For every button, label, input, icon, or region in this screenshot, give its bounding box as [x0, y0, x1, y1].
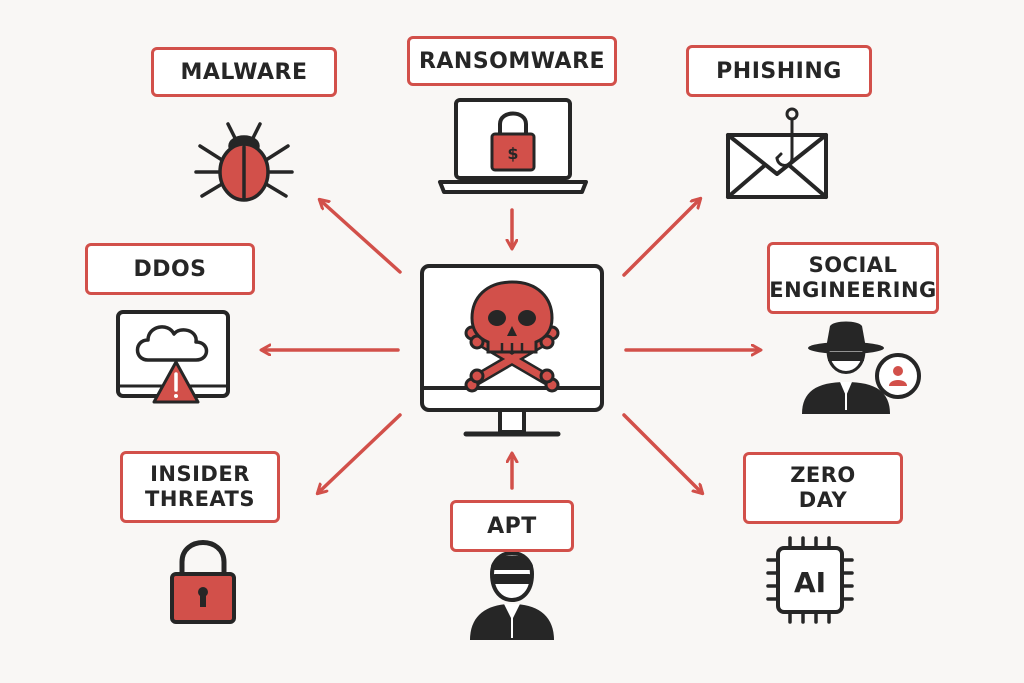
- ai-chip-icon: AI: [766, 536, 854, 624]
- masked-hacker-icon: [470, 551, 554, 640]
- arrows: [262, 199, 760, 493]
- arrow-to-insider-threats: [318, 413, 402, 493]
- phishing-label: PHISHING: [686, 45, 872, 97]
- svg-text:$: $: [507, 144, 518, 163]
- arrow-to-malware: [320, 200, 402, 274]
- social-engineering-label: SOCIAL ENGINEERING: [767, 242, 939, 314]
- hooded-spy-user-icon: [802, 321, 921, 414]
- malware-label: MALWARE: [151, 47, 337, 97]
- arrow-to-phishing: [622, 199, 700, 277]
- envelope-fishhook-icon: [726, 107, 828, 199]
- arrow-to-zero-day: [622, 413, 702, 493]
- laptop-padlock-dollar-icon: $: [438, 98, 588, 194]
- zero-day-label: ZERO DAY: [743, 452, 903, 524]
- bug-icon: [194, 122, 294, 202]
- computer-skull-crossbones-icon: [420, 264, 604, 437]
- ddos-label: DDOS: [85, 243, 255, 295]
- padlock-icon: [170, 540, 236, 624]
- monitor-cloud-warning-icon: [116, 310, 230, 404]
- ransomware-label: RANSOMWARE: [407, 36, 617, 86]
- ai-chip-text: AI: [794, 566, 826, 599]
- insider-threats-label: INSIDER THREATS: [120, 451, 280, 523]
- apt-label: APT: [450, 500, 574, 552]
